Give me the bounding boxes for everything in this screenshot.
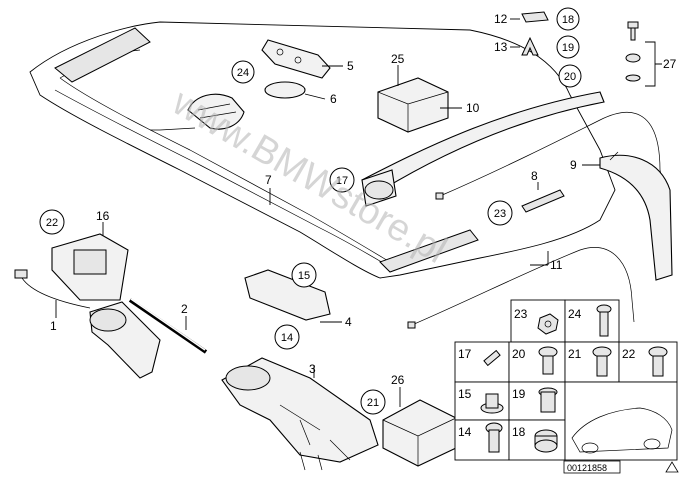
- seal-detail: [187, 93, 245, 130]
- bolt-22: [648, 346, 668, 377]
- callout-6: 6: [330, 92, 337, 106]
- callout-10: 10: [466, 101, 480, 115]
- pad-part-6: [264, 81, 326, 100]
- callout-11: 11: [550, 258, 563, 272]
- circled-callout-23: 23: [487, 200, 513, 226]
- connector-10: [435, 192, 444, 200]
- box-part-25: [377, 65, 449, 133]
- circled-callout-15: 15: [291, 262, 317, 288]
- callout-3: 3: [309, 362, 316, 376]
- pin-17: [483, 349, 501, 367]
- callout-26: 26: [391, 373, 405, 387]
- clip-part-12: [510, 11, 549, 23]
- screw-24: [596, 304, 612, 337]
- callout-21-label: 21: [367, 397, 379, 409]
- nut-23: [537, 313, 559, 335]
- clip-part-13: [510, 36, 539, 56]
- callout-4: 4: [345, 315, 352, 329]
- callout-17-label: 17: [336, 175, 348, 187]
- circled-callout-20: 20: [558, 64, 582, 88]
- sleeve-19: [538, 387, 558, 413]
- grid-label-22: 22: [622, 347, 636, 361]
- circled-callout-21: 21: [360, 389, 386, 415]
- hardware-grid: 23 24 17 20 21 22 15 19 14 18: [454, 299, 678, 461]
- grommet-15: [480, 393, 504, 414]
- bracket-part-16: [51, 222, 129, 301]
- grid-label-18: 18: [512, 425, 526, 439]
- top-shell-frame: [29, 21, 616, 279]
- grid-label-15: 15: [458, 387, 472, 401]
- circled-callout-14: 14: [274, 324, 300, 350]
- circled-callout-18: 18: [556, 7, 580, 31]
- grid-label-20: 20: [512, 347, 526, 361]
- grid-cell-17: [454, 341, 510, 383]
- callout-2: 2: [181, 302, 188, 316]
- callout-13: 13: [494, 40, 508, 54]
- screw-14: [485, 422, 503, 453]
- grid-label-23: 23: [514, 307, 528, 321]
- callout-7: 7: [265, 173, 272, 187]
- gearbox-part-3: [221, 357, 379, 471]
- grid-cell-15: [454, 381, 510, 421]
- bushing-18: [534, 429, 558, 453]
- callout-14-label: 14: [281, 332, 293, 344]
- vehicle-thumbnail: [571, 407, 673, 454]
- warning-triangle-icon: [665, 461, 679, 473]
- callout-16: 16: [96, 209, 110, 223]
- callout-22-label: 22: [46, 217, 58, 229]
- bracket-part-5: [261, 39, 343, 79]
- roller-part-17: [361, 169, 397, 207]
- grid-cell-22: [618, 341, 678, 383]
- diagram-id-box: 00121858: [563, 460, 621, 474]
- lower-seal-part-11: [407, 247, 635, 329]
- callout-1: 1: [50, 319, 57, 333]
- callout-24-label: 24: [237, 67, 249, 79]
- grid-label-24: 24: [568, 307, 582, 321]
- callout-9: 9: [570, 158, 577, 172]
- cable-10: [439, 111, 666, 197]
- bolt-20: [538, 346, 558, 375]
- callout-23-label: 23: [494, 208, 506, 220]
- callout-18-label: 18: [562, 14, 574, 26]
- circled-callout-19: 19: [556, 35, 580, 59]
- callout-8: 8: [531, 169, 538, 183]
- pad-part-8: [521, 182, 565, 213]
- callout-19-label: 19: [562, 42, 574, 54]
- bolt-21: [592, 346, 612, 377]
- circled-callout-24: 24: [231, 60, 255, 84]
- side-trim-part-9: [582, 151, 673, 281]
- grid-label-17: 17: [458, 347, 472, 361]
- callout-15-label: 15: [298, 270, 310, 282]
- box-part-26: [382, 387, 457, 467]
- grid-label-19: 19: [512, 387, 526, 401]
- grid-label-14: 14: [458, 425, 472, 439]
- callout-20-label: 20: [564, 71, 576, 83]
- callout-12: 12: [494, 12, 508, 26]
- callout-5: 5: [347, 59, 354, 73]
- callout-27: 27: [663, 57, 677, 71]
- latch-part-4: [244, 269, 342, 323]
- callout-25: 25: [391, 52, 405, 66]
- grid-label-21: 21: [568, 347, 582, 361]
- screw-stack-part-27: [625, 21, 662, 87]
- motor-part-1: [14, 269, 161, 379]
- circled-callout-17: 17: [329, 167, 355, 193]
- diagram-number: 00121858: [567, 463, 607, 473]
- shaft-part-2: [128, 298, 208, 354]
- circled-callout-22: 22: [39, 209, 65, 235]
